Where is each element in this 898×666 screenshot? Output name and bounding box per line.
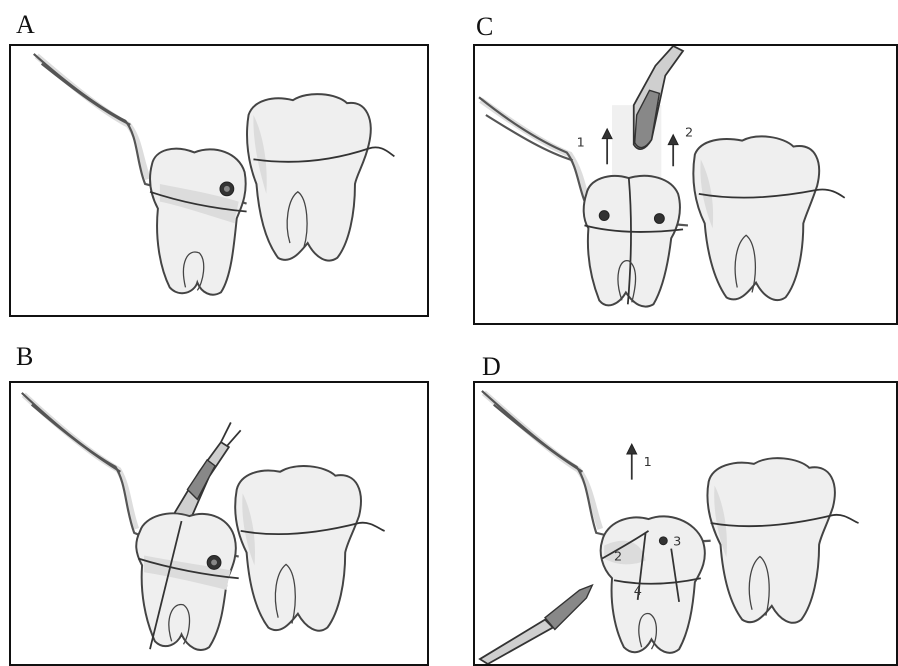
panel-a-illustration bbox=[11, 46, 427, 315]
panel-d-illustration: 1 2 3 4 bbox=[475, 383, 896, 664]
panel-c-illustration: 1 2 bbox=[475, 46, 896, 323]
panel-c-label: C bbox=[476, 14, 493, 40]
panel-a bbox=[9, 44, 429, 317]
panel-b-label: B bbox=[16, 344, 33, 370]
panel-a-label: A bbox=[16, 12, 35, 38]
section-label-2: 2 bbox=[614, 549, 622, 564]
panel-d-label: D bbox=[482, 354, 501, 380]
arrow-label-1: 1 bbox=[644, 455, 652, 470]
section-label-4: 4 bbox=[634, 584, 642, 599]
panel-b-illustration bbox=[11, 383, 427, 664]
panel-d: 1 2 3 4 bbox=[473, 381, 898, 666]
panel-b bbox=[9, 381, 429, 666]
arrow-label-2: 2 bbox=[685, 126, 693, 141]
panel-c: 1 2 bbox=[473, 44, 898, 325]
section-label-3: 3 bbox=[673, 535, 681, 550]
arrow-label-1: 1 bbox=[577, 136, 585, 151]
